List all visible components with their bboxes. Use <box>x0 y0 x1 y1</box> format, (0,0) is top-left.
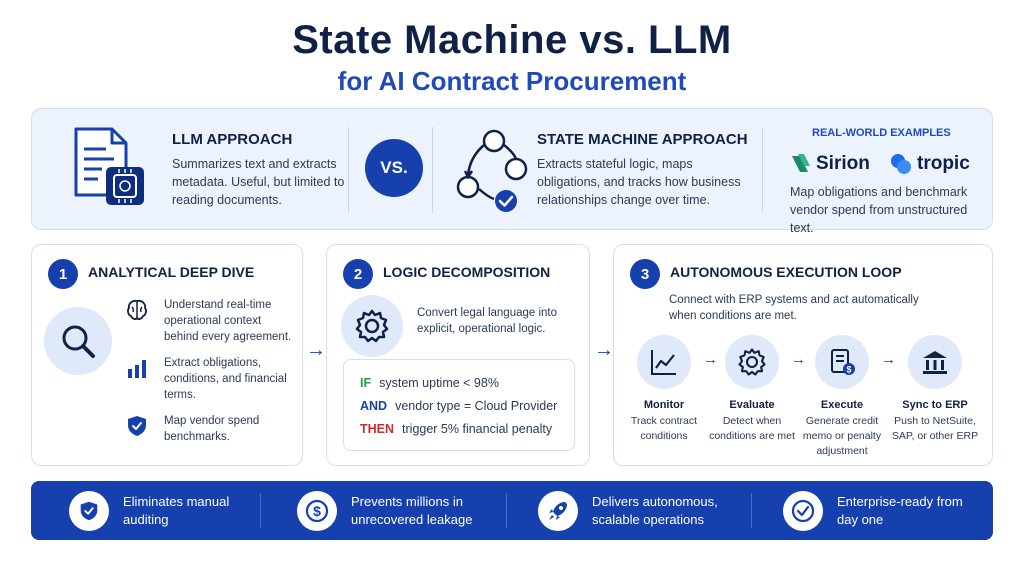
loop-step-monitor: Monitor Track contract conditions <box>619 335 709 444</box>
code-line: THEN trigger 5% financial penalty <box>360 418 558 441</box>
arrow-right-icon: → <box>881 351 896 368</box>
comparison-panel: LLM APPROACH Summarizes text and extract… <box>31 108 993 235</box>
step-number: 2 <box>343 259 373 289</box>
loop-step-title: Sync to ERP <box>902 399 968 411</box>
rocket-icon <box>538 490 578 531</box>
loop-step-description: Detect when conditions are met <box>709 415 795 442</box>
state-machine-approach-title: STATE MACHINE APPROACH <box>537 131 748 148</box>
benefit-text: Enterprise-ready from day one <box>837 493 963 527</box>
list-item-text: Extract obligations, conditions, and fin… <box>164 357 287 401</box>
real-world-examples-description: Map obligations and benchmark vendor spe… <box>790 185 968 235</box>
divider <box>762 127 763 213</box>
tropic-logo: tropic <box>889 151 970 177</box>
benefit-item: Eliminates manual auditing <box>69 481 273 540</box>
shield-check-icon <box>128 416 146 436</box>
bar-chart-icon <box>128 360 146 378</box>
list-item-text: Map vendor spend benchmarks. <box>164 415 260 443</box>
step-card-logic-decomposition: 2 LOGIC DECOMPOSITION Convert legal lang… <box>326 244 590 466</box>
benefit-text: Delivers autonomous, scalable operations <box>592 493 718 527</box>
tropic-logo-text: tropic <box>917 153 970 174</box>
brain-icon <box>127 299 147 320</box>
divider <box>506 493 507 528</box>
svg-text:$: $ <box>846 365 851 375</box>
step-card-analytical-deep-dive: 1 ANALYTICAL DEEP DIVE Understand real-t… <box>31 244 303 466</box>
code-line: IF system uptime < 98% <box>360 372 558 395</box>
loop-step-evaluate: Evaluate Detect when conditions are met <box>707 335 797 444</box>
shield-check-icon <box>69 490 109 531</box>
gear-icon <box>341 295 403 357</box>
list-item: Map vendor spend benchmarks. <box>124 413 294 445</box>
page-title: State Machine vs. LLM <box>292 18 732 62</box>
code-text: vendor type = Cloud Provider <box>395 399 558 413</box>
loop-step-title: Execute <box>820 399 864 411</box>
vs-badge: VS. <box>365 139 423 197</box>
llm-approach-description: Summarizes text and extracts metadata. U… <box>172 157 345 207</box>
divider <box>751 493 752 528</box>
arrow-right-icon: → <box>791 351 806 368</box>
benefits-bar: Eliminates manual auditing $ Prevents mi… <box>31 481 993 540</box>
step-number: 3 <box>630 259 660 289</box>
bank-icon <box>908 335 962 389</box>
loop-step-execute: $ Execute Generate credit memo or penalt… <box>797 335 887 459</box>
line-chart-icon <box>637 335 691 389</box>
benefit-item: Enterprise-ready from day one <box>783 481 987 540</box>
benefit-item: $ Prevents millions in unrecovered leaka… <box>297 481 501 540</box>
code-text: trigger 5% financial penalty <box>402 422 553 436</box>
gear-icon <box>725 335 779 389</box>
loop-step-title: Monitor <box>643 399 685 411</box>
sirion-logo: Sirion <box>790 151 870 177</box>
state-cycle-icon <box>456 129 528 212</box>
arrow-right-icon: → <box>594 339 614 361</box>
and-keyword: AND <box>360 399 388 413</box>
divider <box>348 127 349 213</box>
benefit-text: Prevents millions in unrecovered leakage <box>351 493 473 527</box>
list-item: Extract obligations, conditions, and fin… <box>124 355 294 403</box>
logic-description: Convert legal language into explicit, op… <box>417 307 558 335</box>
benefit-text: Eliminates manual auditing <box>123 493 230 527</box>
svg-text:$: $ <box>313 503 321 519</box>
page-subtitle: for AI Contract Procurement <box>337 66 687 96</box>
divider <box>432 127 433 213</box>
loop-step-sync-to-erp: Sync to ERP Push to NetSuite, SAP, or ot… <box>890 335 980 444</box>
real-world-examples-title: REAL-WORLD EXAMPLES <box>812 127 951 139</box>
arrow-right-icon: → <box>306 339 326 361</box>
check-circle-icon <box>783 490 823 531</box>
invoice-dollar-icon: $ <box>815 335 869 389</box>
logic-rule-box: IF system uptime < 98% AND vendor type = C… <box>343 359 575 451</box>
document-chip-icon <box>74 127 144 205</box>
step-title: ANALYTICAL DEEP DIVE <box>88 264 255 280</box>
if-keyword: IF <box>360 376 372 390</box>
divider <box>260 493 261 528</box>
code-line: AND vendor type = Cloud Provider <box>360 395 558 418</box>
step-title: AUTONOMOUS EXECUTION LOOP <box>670 264 902 280</box>
loop-step-description: Push to NetSuite, SAP, or other ERP <box>891 415 979 442</box>
loop-description: Connect with ERP systems and act automat… <box>669 294 919 322</box>
state-machine-approach-description: Extracts stateful logic, maps obligation… <box>537 157 741 207</box>
list-item: Understand real-time operational context… <box>124 297 294 345</box>
dollar-coin-icon: $ <box>297 490 337 531</box>
tropic-mark-icon <box>891 154 911 174</box>
sirion-mark-icon <box>792 154 810 172</box>
then-keyword: THEN <box>360 422 395 436</box>
code-text: system uptime < 98% <box>379 376 499 390</box>
arrow-right-icon: → <box>703 351 718 368</box>
list-item-text: Understand real-time operational context… <box>164 299 292 343</box>
llm-approach-title: LLM APPROACH <box>172 131 293 148</box>
step-title: LOGIC DECOMPOSITION <box>383 264 551 280</box>
loop-step-title: Evaluate <box>729 399 775 411</box>
loop-step-description: Generate credit memo or penalty adjustme… <box>802 415 882 457</box>
magnifier-icon <box>44 307 112 375</box>
loop-step-description: Track contract conditions <box>630 415 698 442</box>
sirion-logo-text: Sirion <box>816 153 870 174</box>
step-card-autonomous-execution-loop: 3 AUTONOMOUS EXECUTION LOOP Connect with… <box>613 244 993 466</box>
benefit-item: Delivers autonomous, scalable operations <box>538 481 742 540</box>
step-number: 1 <box>48 259 78 289</box>
